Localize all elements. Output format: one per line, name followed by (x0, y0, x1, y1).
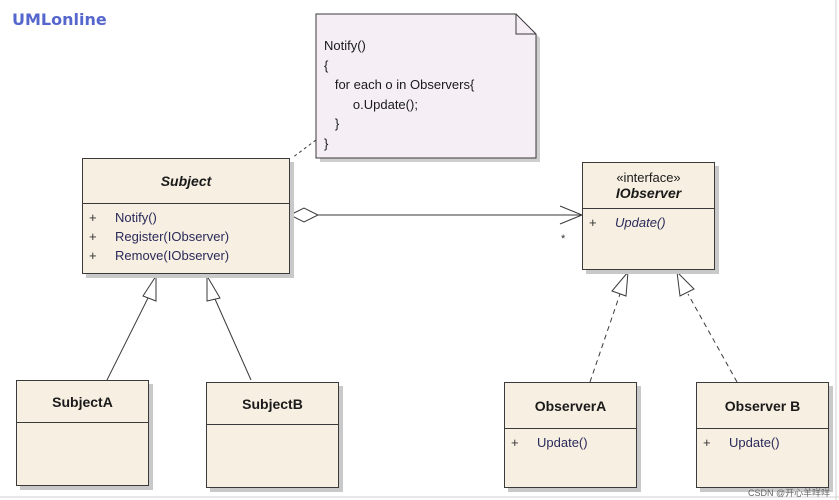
subjectb-generalization-line (214, 298, 252, 381)
operation-name: Update() (615, 215, 666, 230)
operation-name: Remove(IObserver) (115, 248, 230, 263)
note-text: Notify() { for each o in Observers{ o.Up… (324, 36, 474, 153)
note-line: } (324, 116, 340, 131)
class-observerb[interactable]: Observer B + Update() (696, 382, 829, 488)
note-line: } (324, 135, 329, 151)
operation-item: + Remove(IObserver) (89, 246, 289, 265)
visibility-marker: + (703, 435, 711, 450)
note-shape (315, 13, 537, 159)
visibility-marker: + (511, 435, 519, 450)
aggregation-diamond (288, 207, 320, 223)
operation-item: + Update() (511, 433, 636, 452)
class-observera[interactable]: ObserverA + Update() (504, 382, 637, 488)
note-line: { (324, 57, 329, 73)
operation-item: + Update() (589, 213, 714, 232)
class-subject-header: Subject (83, 159, 289, 204)
class-subjectb-header: SubjectB (207, 383, 338, 425)
interface-iobserver-title: IObserver (615, 185, 682, 201)
operation-name: Update() (537, 435, 588, 450)
class-observerb-operations: + Update() (697, 429, 828, 452)
association-multiplicity: * (561, 233, 566, 245)
subjectb-generalization-arrow (206, 274, 221, 302)
class-subjecta[interactable]: SubjectA (16, 380, 149, 486)
operation-item: + Update() (703, 433, 828, 452)
class-observera-header: ObserverA (505, 383, 636, 429)
subjecta-generalization-line (106, 297, 149, 381)
visibility-marker: + (589, 215, 597, 230)
interface-iobserver-header: «interface» IObserver (583, 163, 714, 209)
interface-stereotype: «interface» (616, 170, 681, 185)
class-observerb-title: Observer B (724, 397, 801, 414)
operation-item: + Register(IObserver) (89, 227, 289, 246)
observera-realization-line (589, 293, 621, 383)
note-line: o.Update(); (324, 96, 418, 112)
class-subjectb[interactable]: SubjectB (206, 382, 339, 488)
visibility-marker: + (89, 229, 97, 244)
visibility-marker: + (89, 248, 97, 263)
operation-name: Register(IObserver) (115, 229, 230, 244)
brand-logo: UMLonline (12, 10, 107, 29)
operation-name: Notify() (115, 210, 157, 225)
note-fold (515, 14, 536, 35)
class-subject-operations: + Notify() + Register(IObserver) + Remov… (83, 204, 289, 265)
class-subject[interactable]: Subject + Notify() + Register(IObserver)… (82, 158, 290, 274)
observera-realization-arrow (611, 270, 629, 297)
interface-iobserver-operations: + Update() (583, 209, 714, 232)
class-observera-operations: + Update() (505, 429, 636, 452)
class-observera-title: ObserverA (534, 397, 607, 414)
observerb-realization-line (687, 293, 738, 383)
observerb-realization-arrow (676, 270, 695, 297)
subjecta-generalization-arrow (142, 274, 157, 302)
note-line: for each o in Observers{ (324, 77, 475, 92)
watermark: CSDN @开心羊咩咩 (748, 488, 831, 498)
class-subjecta-title: SubjectA (52, 393, 113, 410)
operation-item: + Notify() (89, 208, 289, 227)
class-subject-title: Subject (160, 173, 212, 189)
interface-iobserver[interactable]: «interface» IObserver + Update() (582, 162, 715, 270)
note-anchor-line (291, 139, 317, 159)
visibility-marker: + (89, 210, 97, 225)
operation-name: Update() (729, 435, 780, 450)
class-subjecta-header: SubjectA (17, 381, 148, 423)
class-observerb-header: Observer B (697, 383, 828, 429)
note-line: Notify() (324, 38, 366, 53)
class-subjectb-title: SubjectB (242, 395, 303, 412)
